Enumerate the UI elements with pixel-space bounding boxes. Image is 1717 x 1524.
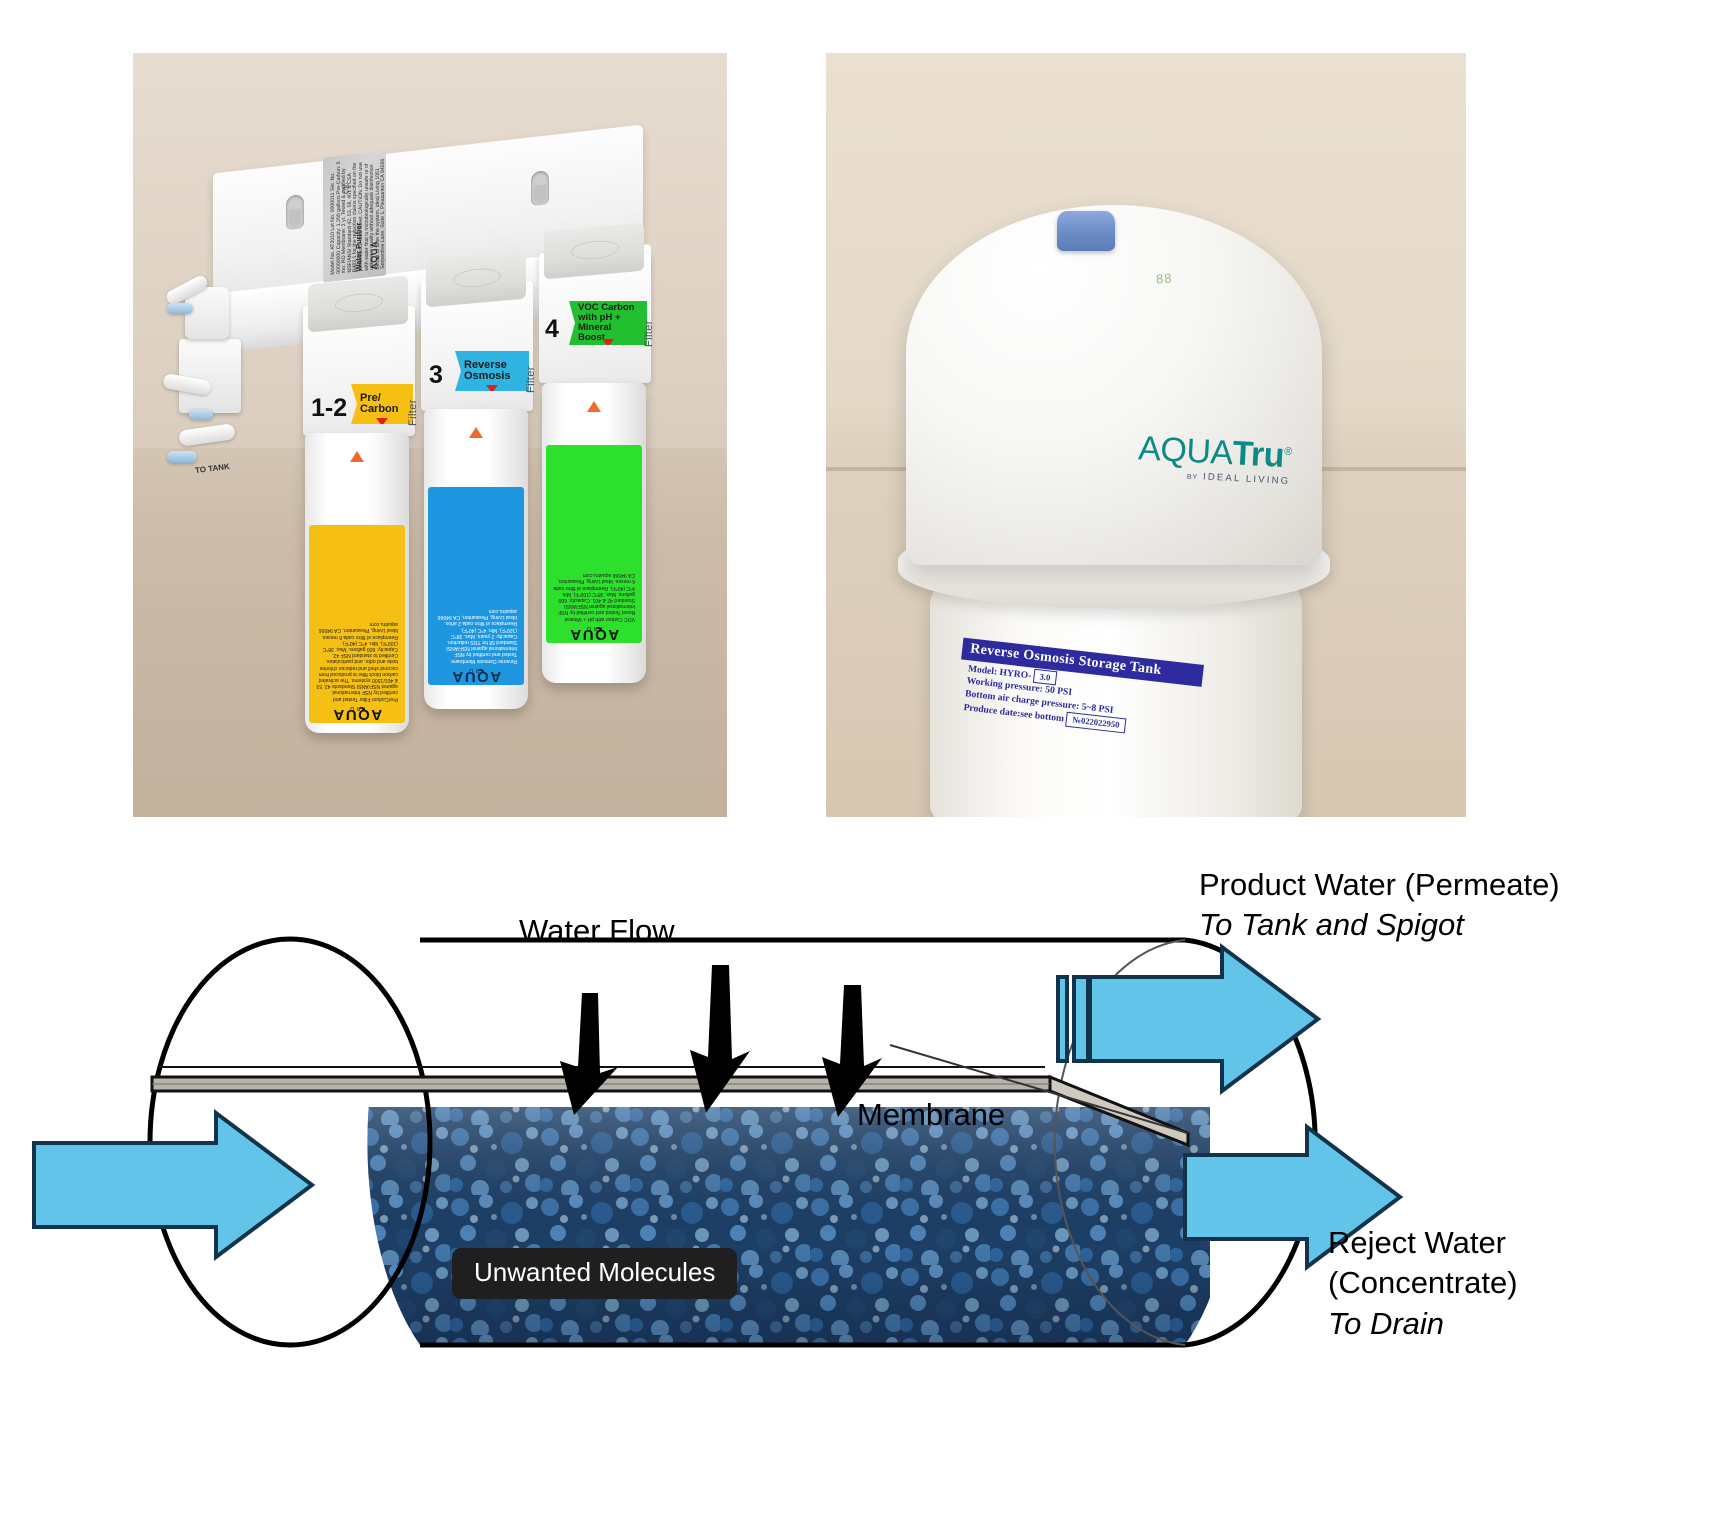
tank-green-stamp: 88: [1155, 270, 1173, 287]
permeate-arrow: [1056, 943, 1322, 1095]
reject-water-title-line1: Reject Water: [1328, 1225, 1507, 1260]
filter-arrow-icon-3: [602, 339, 614, 345]
tube-fitting-blue-3: [167, 451, 197, 463]
filter-assembly-photo: ☇® AQUA Water Purifier Model No. AT2010 …: [133, 53, 727, 817]
keyhole-left: [286, 193, 304, 231]
filter-bottle-3[interactable]: AQUA TRU VOC Carbon with pH + Mineral Bo…: [542, 383, 646, 683]
bottle-brand-2: AQUA TRU: [450, 666, 502, 685]
tank-body: 88 AQUATru® BY IDEAL LIVING Reverse Osmo…: [894, 149, 1334, 817]
filter-head-2[interactable]: 3 Reverse Osmosis Filter: [421, 250, 537, 411]
filter-badge-2: Reverse Osmosis: [455, 351, 529, 391]
filter-bottle-label-3: AQUA TRU VOC Carbon with pH + Mineral Bo…: [546, 445, 642, 643]
filter-number-2: 3: [429, 361, 443, 389]
pump-manifold: TO TANK: [161, 273, 257, 481]
flow-arrow-1: [560, 993, 618, 1115]
feed-water-arrow: [32, 1109, 316, 1261]
filter-arrow-icon-2: [486, 385, 498, 391]
flow-arrow-3: [822, 985, 882, 1117]
filter-head-3[interactable]: 4 VOC Carbon with pH + Mineral Boost Fil…: [539, 222, 655, 383]
bottle-body-text-2: Reverse Osmosis Membrane Tested and cert…: [437, 607, 517, 664]
water-flow-arrows: [560, 965, 882, 1117]
ro-membrane-diagram: Product Water (Permeate) To Tank and Spi…: [0, 845, 1717, 1524]
spec-label-body: Model No. AT2010 Lot No. 0000011 Ser. No…: [330, 156, 386, 275]
product-water-title: Product Water (Permeate): [1199, 867, 1560, 902]
water-flow-label: Water Flow: [519, 913, 675, 948]
reject-water-title-line2: (Concentrate): [1328, 1265, 1518, 1300]
filter-badge-1: Pre/ Carbon: [351, 384, 413, 424]
pump-housing: [179, 339, 241, 413]
alignment-arrow-icon-2: [469, 427, 483, 438]
filter-arrow-icon-1: [376, 418, 388, 424]
filter-badge-3: VOC Carbon with pH + Mineral Boost: [569, 301, 647, 345]
aquatru-logo: AQUATru® BY IDEAL LIVING: [1137, 427, 1293, 487]
filter-side-word-3: Filter: [643, 320, 655, 347]
keyhole-right: [531, 169, 549, 207]
bottle-body-text-3: VOC Carbon with pH + Mineral Boost Teste…: [553, 572, 635, 622]
unwanted-molecules-label: Unwanted Molecules: [474, 1257, 716, 1287]
tube-lower: [178, 423, 236, 447]
bottle-brand-1: AQUA TRU: [331, 704, 383, 723]
diagram-svg: [32, 936, 1404, 1348]
tank-lower-shell: [930, 579, 1302, 817]
filter-side-word-2: Filter: [525, 366, 537, 393]
tube-fitting-blue-1: [167, 303, 193, 314]
filter-cap-3: [544, 222, 644, 280]
to-tank-tag: TO TANK: [194, 461, 231, 476]
filter-number-3: 4: [545, 315, 559, 343]
tube-fitting-blue-2: [189, 409, 213, 420]
valve-block: [185, 287, 229, 339]
filter-bottle-1[interactable]: AQUA TRU Pre/Carbon Filter Tested and ce…: [305, 433, 409, 733]
filter-number-1: 1-2: [311, 394, 348, 422]
tank-upper-shell: [906, 205, 1322, 565]
reject-arrow: [1183, 1122, 1404, 1272]
alignment-arrow-icon-1: [350, 451, 364, 462]
storage-tank-photo: 88 AQUATru® BY IDEAL LIVING Reverse Osmo…: [826, 53, 1466, 817]
membrane-perspective-line: [889, 1044, 1189, 1134]
filter-bottle-label-1: AQUA TRU Pre/Carbon Filter Tested and ce…: [309, 525, 405, 723]
filter-side-word-1: Filter: [407, 399, 419, 426]
filter-cap-2: [426, 250, 526, 308]
vessel-right-back-edge: [1053, 939, 1186, 1346]
product-water-subtitle: To Tank and Spigot: [1199, 907, 1464, 942]
concentrate-chamber: [367, 1107, 1210, 1345]
bottle-body-text-1: Pre/Carbon Filter Tested and certified b…: [316, 621, 398, 702]
aquatru-logo-text: AQUATru®: [1137, 429, 1293, 475]
flow-arrow-2: [690, 965, 750, 1113]
filter-badge-label-2: Reverse Osmosis: [464, 358, 511, 382]
bottle-brand-3: AQUA TRU: [568, 624, 620, 643]
filter-bottle-2[interactable]: AQUA TRU Reverse Osmosis Membrane Tested…: [424, 409, 528, 709]
alignment-arrow-icon-3: [587, 401, 601, 412]
filter-bottle-label-2: AQUA TRU Reverse Osmosis Membrane Tested…: [428, 487, 524, 685]
filter-badge-label-3: VOC Carbon with pH + Mineral Boost: [578, 302, 635, 343]
spec-label: ☇® AQUA Water Purifier Model No. AT2010 …: [323, 150, 386, 283]
membrane-label: Membrane: [857, 1097, 1006, 1132]
tank-blue-cap[interactable]: [1057, 211, 1115, 251]
filter-badge-label-1: Pre/ Carbon: [360, 391, 399, 415]
filter-head-1[interactable]: 1-2 Pre/ Carbon Filter: [303, 275, 419, 436]
unwanted-molecules-chip: Unwanted Molecules: [452, 1248, 738, 1299]
filter-cap-1: [308, 275, 408, 333]
reject-water-subtitle: To Drain: [1328, 1306, 1445, 1341]
